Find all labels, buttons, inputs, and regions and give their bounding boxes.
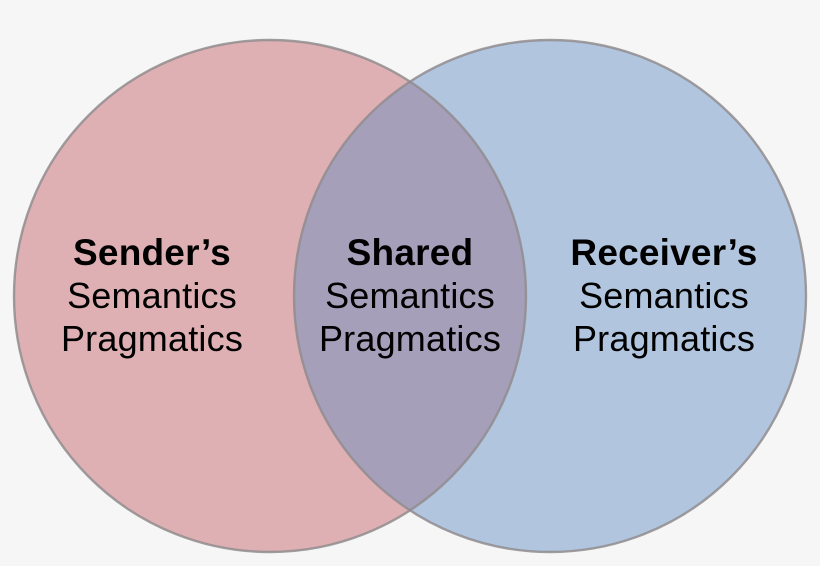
overlap-region [294, 40, 526, 552]
receiver-circle-outline [292, 38, 808, 554]
sender-label: Sender’s Semantics Pragmatics [12, 231, 292, 360]
sender-label-line-semantics: Semantics [67, 275, 237, 316]
receiver-label: Receiver’s Semantics Pragmatics [524, 231, 804, 360]
sender-circle-outline [12, 38, 528, 554]
sender-label-title: Sender’s [73, 232, 231, 273]
shared-label: Shared Semantics Pragmatics [270, 231, 550, 360]
receiver-label-title: Receiver’s [570, 232, 758, 273]
shared-label-line-semantics: Semantics [325, 275, 495, 316]
receiver-label-line-semantics: Semantics [579, 275, 749, 316]
shared-label-title: Shared [346, 232, 474, 273]
shared-label-line-pragmatics: Pragmatics [318, 318, 502, 359]
receiver-label-line-pragmatics: Pragmatics [572, 318, 756, 359]
sender-label-line-pragmatics: Pragmatics [60, 318, 244, 359]
